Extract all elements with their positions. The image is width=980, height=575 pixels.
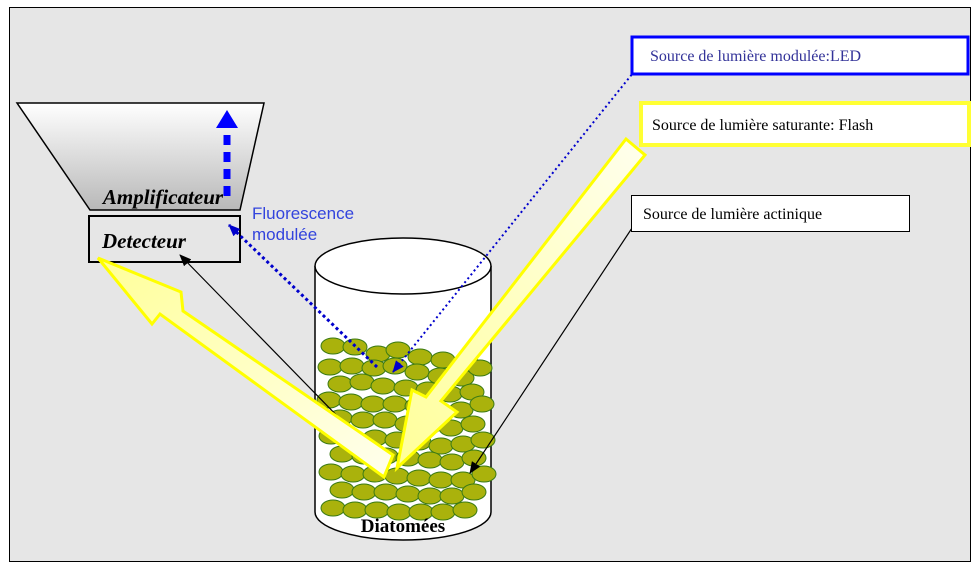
flash-source-box xyxy=(639,101,971,147)
detector-label: Detecteur xyxy=(101,229,187,253)
diatom-cell xyxy=(417,451,443,469)
fluorescence-label-line1: Fluorescence xyxy=(252,204,354,223)
led-excitation-arrow xyxy=(392,62,642,373)
fluorescence-arrow xyxy=(227,223,379,369)
actinic-source-box xyxy=(631,195,910,232)
diatom-cell xyxy=(372,411,398,429)
diatom-cell xyxy=(471,465,497,483)
diatom-cell xyxy=(361,359,387,377)
diatom-cell xyxy=(340,465,366,483)
diatom-cell xyxy=(382,395,408,413)
diatom-cell xyxy=(404,363,430,381)
diatom-cell xyxy=(452,501,478,519)
diatom-cell xyxy=(351,483,377,501)
diatom-cell xyxy=(373,483,399,501)
diatom-cell xyxy=(395,485,421,503)
diatom-cell xyxy=(327,375,353,393)
diatom-cell xyxy=(320,499,346,517)
diatom-cell xyxy=(428,471,454,489)
diatom-cell xyxy=(417,487,443,505)
detector-box xyxy=(88,215,241,263)
amplifier-shape xyxy=(15,102,265,211)
diatom-cell xyxy=(320,337,346,355)
diatom-cell xyxy=(329,481,355,499)
led-source-label: Source de lumière modulée:LED xyxy=(650,48,861,65)
diatom-cell xyxy=(406,469,432,487)
flash-source-label: Source de lumière saturante: Flash xyxy=(652,117,873,134)
diatoms-label: Diatomées xyxy=(361,516,445,537)
diatom-cell xyxy=(350,411,376,429)
diatom-cell xyxy=(318,463,344,481)
diatom-cell xyxy=(407,348,433,366)
diatom-cell xyxy=(469,395,495,413)
diatom-cell xyxy=(339,357,365,375)
diatom-cell xyxy=(349,373,375,391)
container-top xyxy=(314,237,492,295)
diatom-cell xyxy=(428,437,454,455)
amplifier-label: Amplificateur xyxy=(101,185,224,209)
diatom-cell xyxy=(439,487,465,505)
amplification-arrow-head xyxy=(216,110,238,128)
fluorescence-label-line2: modulée xyxy=(252,225,317,244)
diatom-cell xyxy=(342,338,368,356)
diatom-cell xyxy=(384,467,410,485)
diatom-cell xyxy=(439,453,465,471)
diatom-cell xyxy=(317,358,343,376)
diatom-cell xyxy=(460,415,486,433)
diatom-cell xyxy=(461,483,487,501)
diatom-cell xyxy=(360,395,386,413)
flash-incoming-arrow xyxy=(394,136,648,473)
diatom-cell xyxy=(461,449,487,467)
actinic-source-arrow xyxy=(469,221,637,474)
diatom-cell xyxy=(338,393,364,411)
flash-outgoing-arrow xyxy=(96,256,395,480)
led-source-box xyxy=(630,35,970,76)
actinic-source-label: Source de lumière actinique xyxy=(643,206,822,223)
diatom-cell xyxy=(370,377,396,395)
